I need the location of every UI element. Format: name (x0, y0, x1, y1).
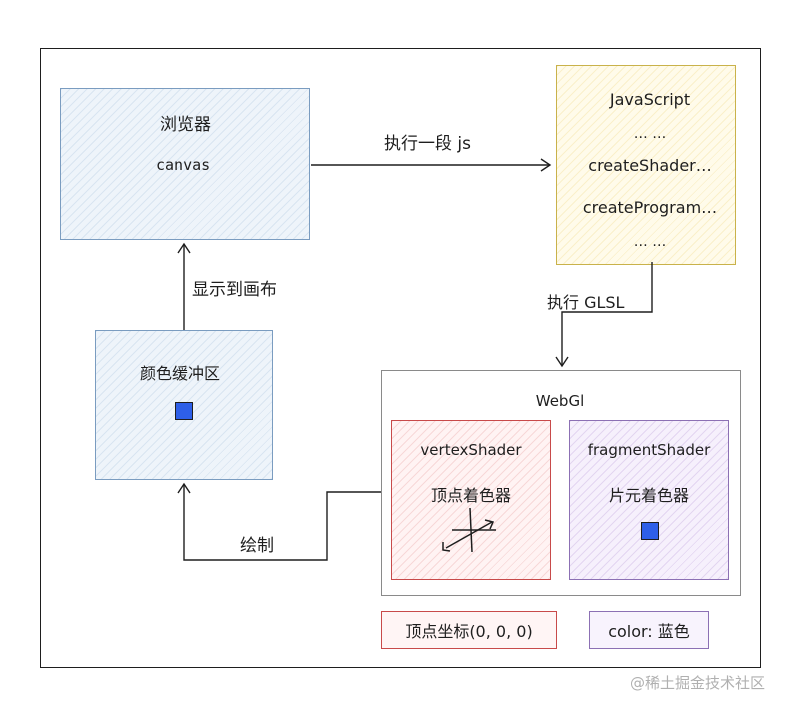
exec-glsl-label: 执行 GLSL (547, 293, 625, 312)
javascript-title: JavaScript (609, 90, 691, 109)
display-label: 显示到画布 (192, 280, 277, 300)
fragment-shader-title: fragmentShader (587, 441, 711, 459)
javascript-box (556, 65, 736, 265)
fragment-shader-box (569, 420, 729, 580)
diagram-frame (40, 48, 761, 668)
webgl-title: WebGl (535, 392, 585, 410)
vertex-shader-box (391, 420, 551, 580)
vertex-shader-title: vertexShader (420, 441, 522, 459)
color-buffer-blue-square (175, 402, 193, 420)
color-buffer-title: 颜色缓冲区 (140, 364, 221, 383)
fragment-shader-subtitle: 片元着色器 (608, 486, 690, 505)
canvas-label: canvas (156, 156, 211, 174)
javascript-line-2: createShader… (588, 156, 712, 175)
exec-js-label: 执行一段 js (384, 134, 471, 154)
color-legend: color: 蓝色 (589, 611, 709, 649)
watermark: @稀土掘金技术社区 (630, 674, 766, 692)
draw-label: 绘制 (240, 536, 274, 556)
browser-title: 浏览器 (160, 115, 211, 135)
browser-box (60, 88, 310, 240)
vertex-shader-subtitle: 顶点着色器 (430, 486, 512, 505)
javascript-line-3: createProgram… (582, 198, 718, 217)
vertex-coords-legend: 顶点坐标(0, 0, 0) (381, 611, 557, 649)
fragment-shader-blue-square (641, 522, 659, 540)
javascript-line-4: … … (633, 234, 667, 250)
javascript-line-1: … … (633, 126, 667, 142)
